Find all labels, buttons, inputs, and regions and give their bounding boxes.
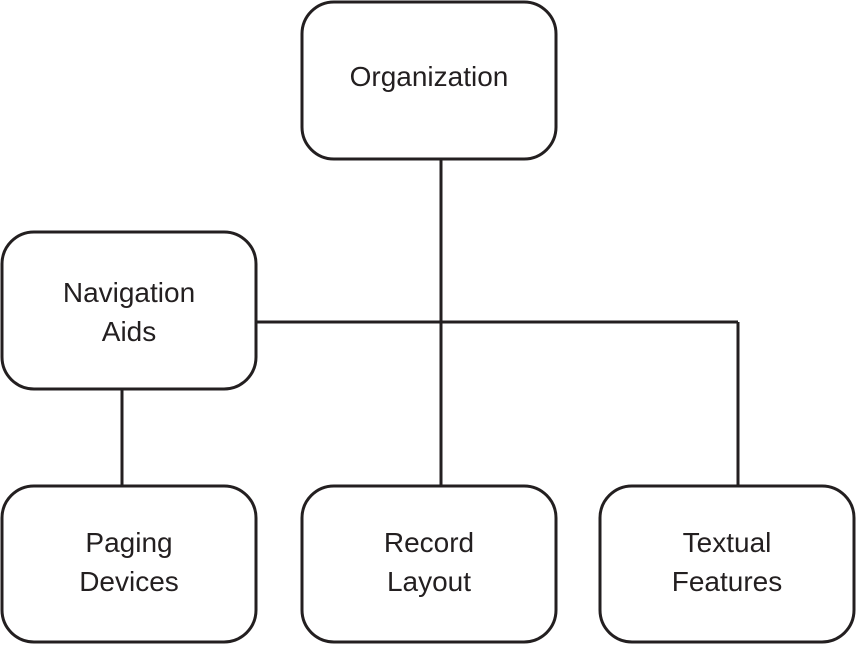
- node-label: Organization: [350, 61, 509, 92]
- node-box: [300, 484, 558, 644]
- node-label-line-2: Features: [672, 566, 783, 597]
- node-label-line-1: Textual: [683, 527, 772, 558]
- node-box: [598, 484, 856, 644]
- node-textual-features: Textual Features: [598, 484, 856, 644]
- node-box: [0, 484, 258, 644]
- node-label-line-2: Layout: [387, 566, 471, 597]
- node-box: [0, 230, 258, 391]
- node-navigation-aids: Navigation Aids: [0, 230, 258, 391]
- node-label-line-1: Paging: [85, 527, 172, 558]
- node-label-line-2: Aids: [102, 316, 156, 347]
- node-organization: Organization: [300, 0, 558, 161]
- node-label-line-1: Record: [384, 527, 474, 558]
- node-label-line-1: Navigation: [63, 277, 195, 308]
- node-paging-devices: Paging Devices: [0, 484, 258, 644]
- connectors: [120, 159, 740, 486]
- node-box: [300, 0, 558, 161]
- node-label-line-2: Devices: [79, 566, 179, 597]
- node-record-layout: Record Layout: [300, 484, 558, 644]
